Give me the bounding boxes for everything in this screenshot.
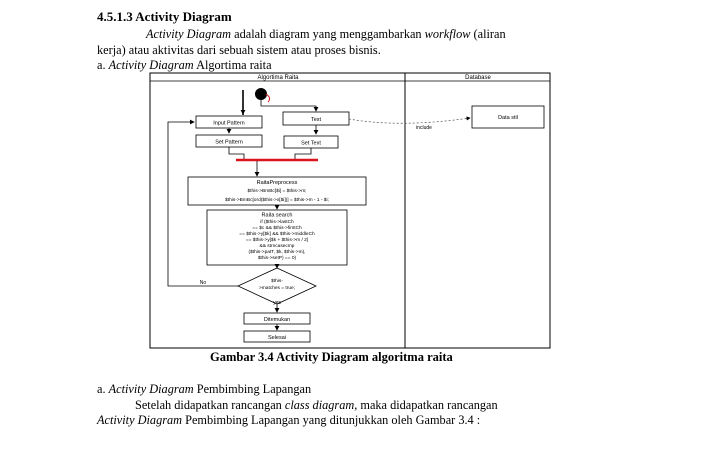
- node-data-stil-label: Data stil: [498, 115, 518, 121]
- diagram-frame: [149, 72, 551, 349]
- section-heading: 4.5.1.3 Activity Diagram: [97, 9, 232, 24]
- node-raita-preprocess-code-1: $this->BmBc[$i] = $this->m;: [247, 188, 306, 194]
- list-text: Pembimbing Lapangan: [196, 382, 312, 396]
- lane-title-algorithm: Algortima Raita: [257, 75, 299, 81]
- list-text: Algortima raita: [196, 58, 272, 72]
- para2-text-rest: Pembimbing Lapangan yang ditunjukkan ole…: [185, 413, 481, 427]
- node-selesai: [243, 330, 311, 343]
- node-raita-search-code: if ($this->lastCh== $c && $this->firstCh…: [239, 219, 315, 261]
- edge-settext-join: [294, 148, 312, 159]
- search-code-line: ($this->patT, $k, $this->m),: [248, 249, 305, 255]
- include-label: include: [416, 125, 432, 131]
- intro-text-end: (aliran: [473, 27, 506, 41]
- para2-line-2: Activity Diagram Pembimbing Lapangan yan…: [97, 413, 480, 428]
- lane-title-database: Database: [465, 75, 491, 81]
- node-selesai-label: Selesai: [268, 335, 286, 341]
- para2-text-start: Setelah didapatkan rancangan: [135, 398, 282, 412]
- para2-line-1: Setelah didapatkan rancangan class diagr…: [135, 398, 498, 413]
- node-set-pattern-label: Set Pattern: [215, 140, 243, 146]
- search-code-line: == $this->y[$k + $this->m / 2]: [246, 237, 308, 243]
- list-term: Activity Diagram: [108, 382, 194, 396]
- intro-text: adalah diagram yang menggambarkan: [234, 27, 422, 41]
- start-node: [255, 88, 267, 100]
- edge-setpattern-join: [228, 147, 245, 159]
- intro-line-2: kerja) atau aktivitas dari sebuah sistem…: [97, 43, 381, 57]
- node-input-pattern-label: Input Pattern: [213, 121, 245, 127]
- para2-text-end: maka didapatkan rancangan: [360, 398, 498, 412]
- node-raita-preprocess-code-2: $this->BmBc[ord($this->x[$i])] = $this->…: [225, 197, 329, 203]
- search-code-line: == $this->y[$k] && $this->middleCh: [239, 231, 315, 237]
- node-data-stil: [471, 105, 545, 129]
- yes-label: yes: [273, 300, 281, 306]
- node-decision-code-2: >matches = true;: [259, 285, 295, 291]
- start-node-accent: [265, 93, 271, 103]
- figure-caption: Gambar 3.4 Activity Diagram algoritma ra…: [210, 350, 453, 364]
- intro-term-workflow: workflow: [424, 27, 471, 41]
- intro-term-activity-diagram: Activity Diagram: [146, 27, 232, 41]
- search-code-line: $this->setP) == 0): [258, 255, 297, 261]
- list-item-a2: a. Activity Diagram Pembimbing Lapangan: [97, 382, 311, 397]
- list-item-a1: a. Activity Diagram Algortima raita: [97, 58, 272, 73]
- para2-term-activity-diagram: Activity Diagram: [97, 413, 183, 427]
- node-raita-search: [206, 209, 348, 266]
- node-raita-search-title: Raita search: [262, 213, 293, 219]
- search-code-line: && strncasecmp: [260, 243, 295, 249]
- edge-include-dashed: [348, 116, 471, 124]
- node-raita-preprocess-title: RaitaPreprocess: [257, 180, 298, 186]
- list-prefix: a.: [97, 58, 106, 72]
- node-text-label: Text: [311, 117, 322, 123]
- para2-term-class-diagram: class diagram,: [284, 398, 358, 412]
- search-code-line: if ($this->lastCh: [260, 219, 294, 225]
- list-term: Activity Diagram: [108, 58, 194, 72]
- node-ditemukan-label: Ditemukan: [264, 317, 290, 323]
- node-decision-code-1: $this-: [271, 278, 283, 284]
- node-set-text-label: Set Text: [301, 141, 321, 147]
- edge-start-text: [260, 100, 319, 112]
- no-label: No: [200, 280, 207, 286]
- edge-no-loop: [167, 119, 238, 287]
- search-code-line: == $c && $this->firstCh: [252, 225, 302, 231]
- list-prefix: a.: [97, 382, 106, 396]
- intro-line-1: Activity Diagram adalah diagram yang men…: [146, 27, 506, 42]
